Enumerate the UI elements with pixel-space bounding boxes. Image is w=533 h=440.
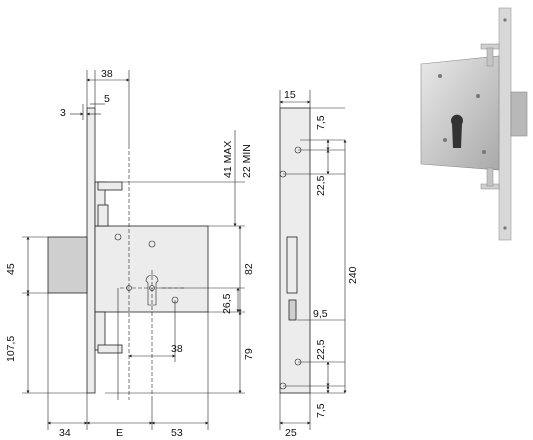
dim-7-5-top: 7,5 (315, 115, 327, 130)
screw-icon (476, 94, 480, 98)
screw-icon (148, 240, 156, 248)
dim-38-bottom: 38 (171, 343, 183, 355)
screw-icon (503, 18, 507, 22)
dim-41-max: 41 MAX (222, 141, 234, 178)
front-view (22, 70, 245, 430)
dim-e: E (116, 427, 123, 439)
screw-icon (114, 233, 122, 241)
bolt-slot (286, 236, 298, 294)
faceplate (86, 107, 96, 394)
screw-icon (482, 150, 486, 154)
dim-79: 79 (243, 348, 255, 360)
dim-107-5: 107,5 (5, 336, 17, 362)
lower-hook (94, 311, 106, 351)
photo-case (420, 55, 500, 171)
upper-hook-stem (97, 204, 109, 227)
lower-hook-tab (97, 344, 123, 354)
photo-lower-hook-stem (486, 167, 494, 187)
dim-25: 25 (285, 427, 297, 439)
photo-upper-hook-stem (486, 47, 494, 67)
dim-82: 82 (243, 263, 255, 275)
photo-faceplate (498, 7, 512, 241)
dim-240: 240 (347, 266, 359, 284)
cylinder-keyhole-icon (145, 274, 159, 306)
lock-product-photo (420, 7, 528, 241)
dim-45: 45 (5, 263, 17, 275)
dim-9-5: 9,5 (313, 308, 328, 320)
latch-slot (288, 299, 297, 321)
lock-case (94, 225, 209, 313)
deadbolt (47, 236, 88, 294)
dim-26-5: 26,5 (221, 293, 233, 314)
dim-22-min: 22 MIN (241, 144, 253, 178)
photo-keyhole-icon (451, 114, 463, 148)
screw-icon (443, 138, 447, 142)
dim-22-5-top: 22,5 (315, 175, 327, 196)
screw-icon (438, 74, 442, 78)
dim-15: 15 (284, 89, 296, 101)
dim-22-5-bottom: 22,5 (315, 339, 327, 360)
dim-5: 5 (104, 93, 110, 105)
photo-deadbolt (510, 91, 528, 137)
upper-hook-tab (97, 181, 123, 191)
dim-7-5-bottom: 7,5 (315, 403, 327, 418)
side-view-faceplate (279, 90, 347, 430)
screw-icon (503, 226, 507, 230)
dim-3: 3 (60, 107, 66, 119)
dim-53: 53 (171, 427, 183, 439)
dim-34: 34 (59, 427, 71, 439)
dim-38-top: 38 (101, 68, 113, 80)
